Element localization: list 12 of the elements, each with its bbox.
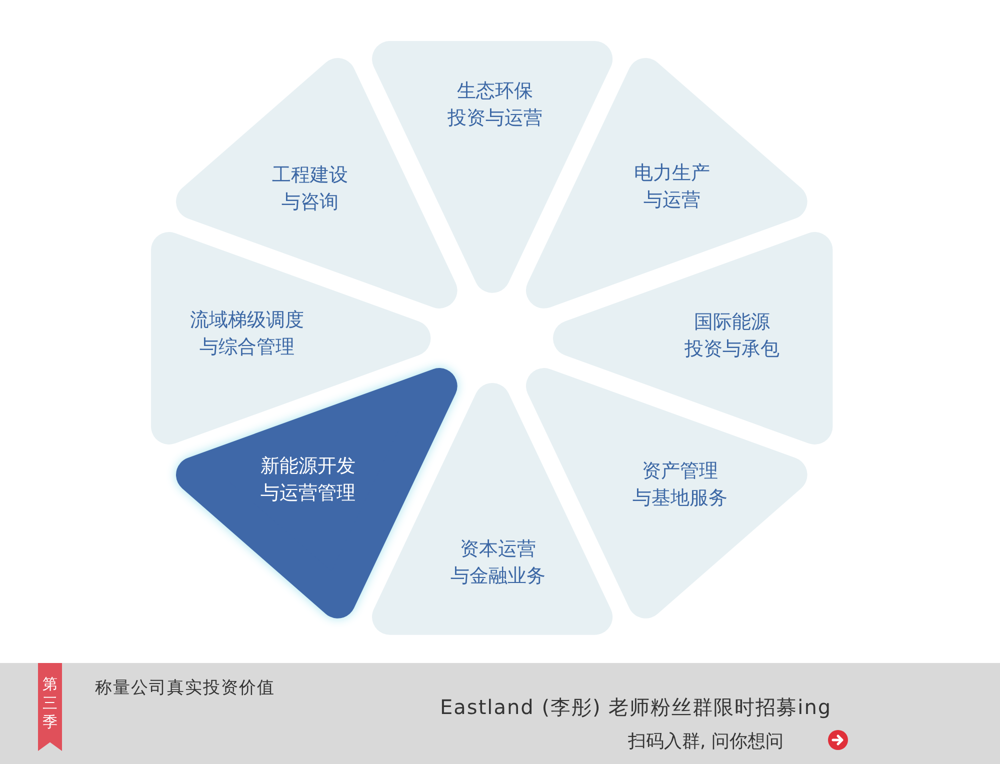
segment-label: 流域梯级调度与综合管理: [190, 308, 304, 360]
segment-label: 新能源开发与运营管理: [260, 454, 356, 506]
segment-label: 工程建设与咨询: [272, 162, 348, 215]
ribbon-tag: 第三季: [38, 663, 62, 751]
segment-label: 资本运营与金融业务: [450, 536, 546, 589]
segment-label: 资产管理与基地服务: [632, 458, 728, 511]
segment-label: 国际能源投资与承包: [684, 310, 780, 362]
segment-label: 生态环保投资与运营: [447, 79, 542, 131]
segment-label: 电力生产与运营: [634, 160, 710, 213]
call-to-action-text: 扫码入群, 问你想问: [628, 730, 784, 753]
slogan-text: 称量公司真实投资价值: [95, 677, 275, 699]
promo-text: Eastland (李彤) 老师粉丝群限时招募ing: [440, 694, 832, 721]
